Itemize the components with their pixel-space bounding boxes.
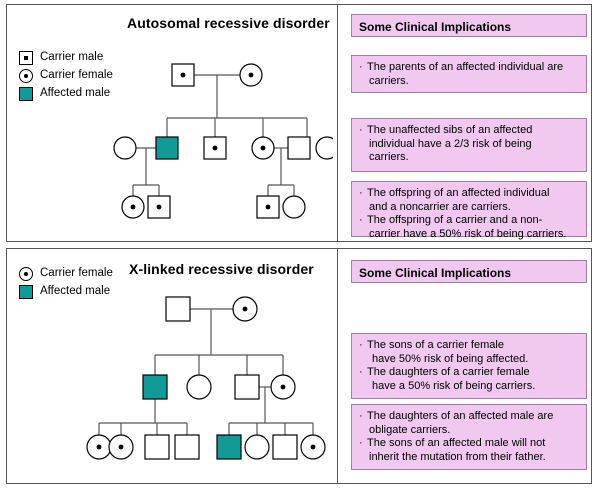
implication-item: · The unaffected sibs of an affected ind… <box>359 124 579 165</box>
implications-heading: Some Clinical Implications <box>359 266 512 280</box>
implication-item: · The sons of a carrier female have 50% … <box>359 339 579 366</box>
unaffected-male-square-icon <box>234 374 260 400</box>
implication-text: The daughters of an affected male are ob… <box>367 410 554 436</box>
unaffected-male-square-icon <box>287 136 311 160</box>
bullet-icon: · <box>359 339 363 351</box>
legend-label: Affected male <box>40 285 111 297</box>
affected-male-square-icon <box>19 86 33 101</box>
carrier-dot-icon <box>260 145 266 151</box>
page-title-autosomal: Autosomal recessive disorder <box>127 15 330 31</box>
carrier-female-circle-icon <box>19 68 33 83</box>
affected-male-square-icon <box>216 434 242 460</box>
carrier-dot-icon <box>156 204 162 210</box>
unaffected-male-square-icon <box>165 296 191 322</box>
unaffected-female-circle-icon <box>282 195 306 219</box>
implications-box-autosomal-1: · The parents of an affected individual … <box>351 55 587 93</box>
implication-item: · The offspring of a carrier and a non- … <box>359 214 579 241</box>
bullet-icon: · <box>359 61 363 73</box>
bullet-icon: · <box>359 410 363 422</box>
bullet-icon: · <box>359 437 363 449</box>
implication-item: · The sons of an affected male will not … <box>359 437 579 464</box>
implications-box-autosomal-2: · The unaffected sibs of an affected ind… <box>351 118 587 172</box>
carrier-dot-icon <box>242 306 248 312</box>
affected-male-square-icon <box>19 284 33 299</box>
implications-heading-box-xlinked: Some Clinical Implications <box>351 260 587 283</box>
unaffected-female-circle-icon <box>244 434 270 460</box>
implication-text: The offspring of a carrier and a non- ca… <box>367 214 567 240</box>
implication-text: The sons of an affected male will not in… <box>367 437 546 463</box>
pedigree-chart-xlinked <box>86 296 326 460</box>
carrier-dot-icon <box>180 72 186 78</box>
implication-item: · The daughters of an affected male are … <box>359 410 579 437</box>
page-title-xlinked: X-linked recessive disorder <box>129 261 314 277</box>
implication-text: The daughters of a carrier female have a… <box>367 366 536 392</box>
implication-item: · The offspring of an affected individua… <box>359 187 579 214</box>
legend-item-carrier-female: Carrier female <box>19 67 113 84</box>
implications-heading-box-autosomal: Some Clinical Implications <box>351 14 587 37</box>
carrier-dot-icon <box>130 204 136 210</box>
unaffected-male-square-icon <box>144 434 170 460</box>
carrier-dot-icon <box>248 72 254 78</box>
affected-male-square-icon <box>155 136 179 160</box>
bullet-icon: · <box>359 124 363 136</box>
pedigree-chart-autosomal <box>113 63 333 219</box>
carrier-dot-icon <box>118 444 124 450</box>
panel-divider <box>337 5 338 241</box>
unaffected-male-square-icon <box>174 434 200 460</box>
unaffected-male-square-icon <box>272 434 298 460</box>
implication-text: The sons of a carrier female have 50% ri… <box>367 339 529 365</box>
bullet-icon: · <box>359 366 363 378</box>
legend-item-affected-male: Affected male <box>19 85 113 102</box>
carrier-female-circle-icon <box>19 266 33 281</box>
implications-box-xlinked-1: · The sons of a carrier female have 50% … <box>351 333 587 399</box>
implication-text: The unaffected sibs of an affected indiv… <box>367 124 533 163</box>
unaffected-female-circle-icon <box>186 374 212 400</box>
bullet-icon: · <box>359 214 363 226</box>
unaffected-female-circle-icon <box>113 136 137 160</box>
panel-xlinked-recessive: X-linked recessive disorder Carrier fema… <box>6 248 592 484</box>
implications-heading: Some Clinical Implications <box>359 20 512 34</box>
panel-divider <box>337 249 338 483</box>
panel-autosomal-recessive: Autosomal recessive disorder Carrier mal… <box>6 4 592 242</box>
legend-autosomal: Carrier male Carrier female Affected mal… <box>19 49 113 103</box>
implication-text: The offspring of an affected individual … <box>367 187 550 213</box>
implications-box-xlinked-2: · The daughters of an affected male are … <box>351 404 587 470</box>
carrier-dot-icon <box>212 145 218 151</box>
carrier-dot-icon <box>96 444 102 450</box>
carrier-dot-icon <box>310 444 316 450</box>
legend-item-affected-male: Affected male <box>19 283 113 300</box>
bullet-icon: · <box>359 187 363 199</box>
implications-box-autosomal-3: · The offspring of an affected individua… <box>351 181 587 240</box>
implication-item: · The parents of an affected individual … <box>359 61 579 88</box>
implication-item: · The daughters of a carrier female have… <box>359 366 579 393</box>
carrier-male-square-icon <box>19 50 33 65</box>
implication-text: The parents of an affected individual ar… <box>367 61 564 87</box>
carrier-dot-icon <box>265 204 271 210</box>
legend-item-carrier-female: Carrier female <box>19 265 113 282</box>
legend-item-carrier-male: Carrier male <box>19 49 113 66</box>
legend-label: Carrier male <box>40 51 104 63</box>
unaffected-female-circle-icon <box>315 136 333 160</box>
legend-label: Carrier female <box>40 267 113 279</box>
legend-xlinked: Carrier female Affected male <box>19 265 113 301</box>
legend-label: Affected male <box>40 87 111 99</box>
carrier-dot-icon <box>280 384 286 390</box>
affected-male-square-icon <box>142 374 168 400</box>
legend-label: Carrier female <box>40 69 113 81</box>
